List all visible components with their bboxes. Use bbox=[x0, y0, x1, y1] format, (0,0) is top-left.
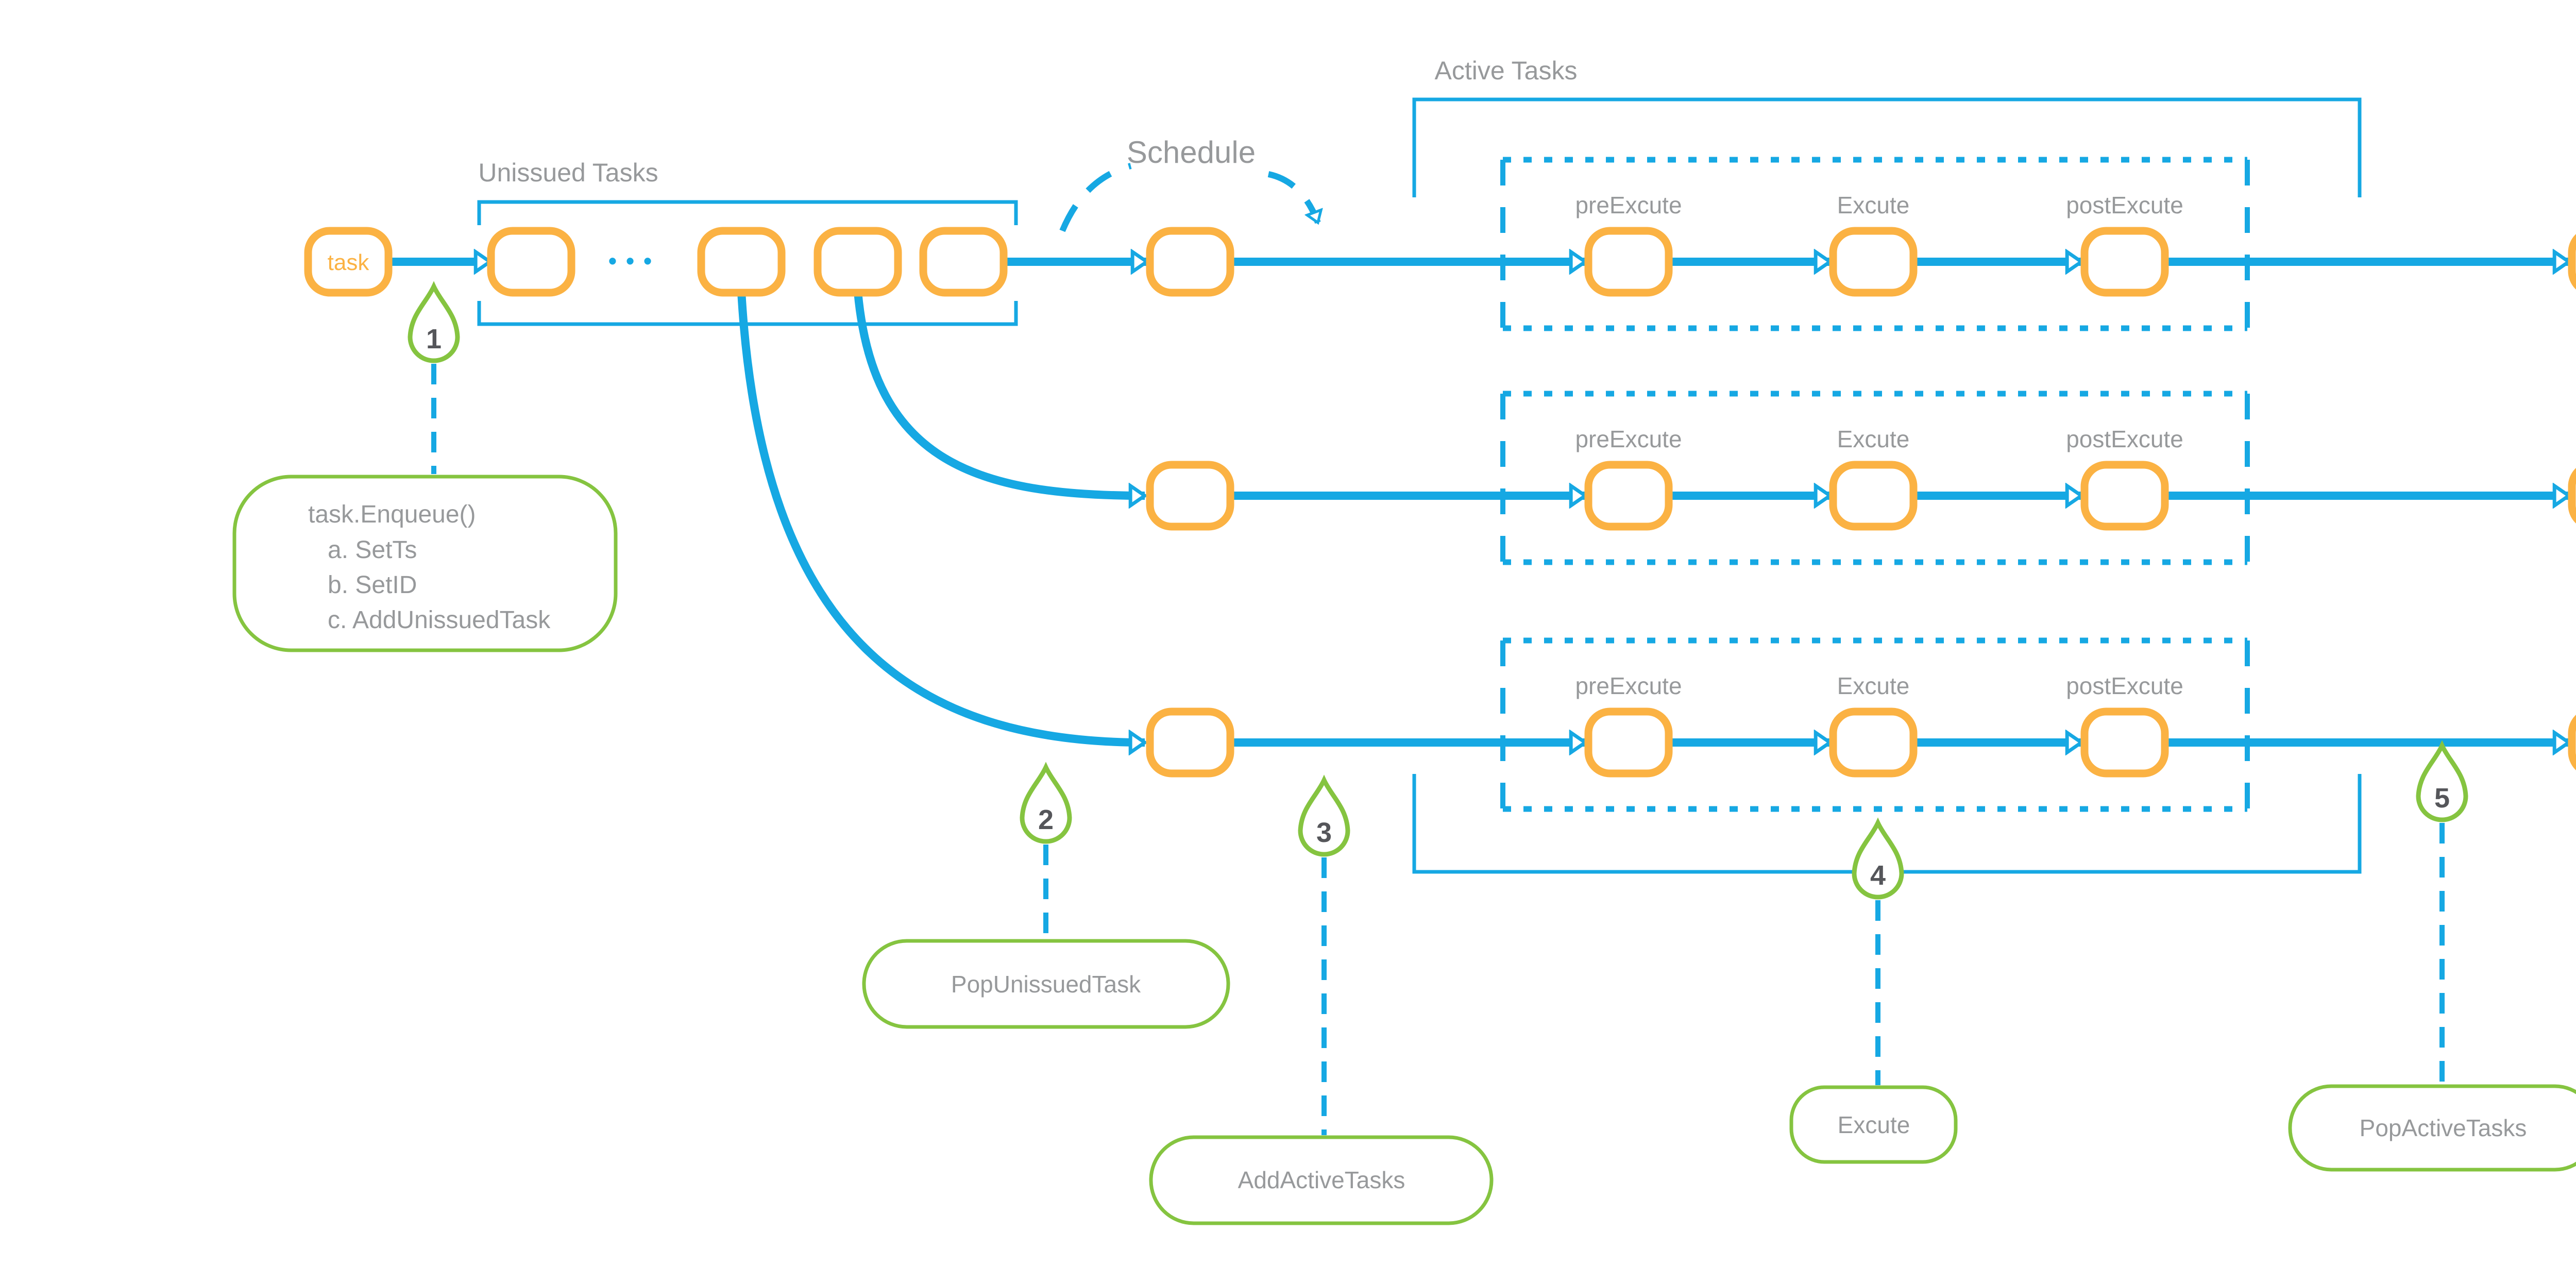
queue-node-1 bbox=[487, 227, 575, 297]
callout-3-label: AddActiveTasks bbox=[1238, 1167, 1405, 1193]
row1-end-node bbox=[2568, 234, 2576, 290]
queue-node-4 bbox=[919, 227, 1008, 297]
row2-start-node bbox=[1146, 461, 1234, 531]
row2-postexcute-node bbox=[2080, 461, 2169, 531]
row2-preexcute-node bbox=[1584, 461, 1673, 531]
callout-2-box bbox=[862, 939, 1230, 1029]
callout-4-box bbox=[1789, 1085, 1958, 1164]
curve-queue-to-row2 bbox=[854, 291, 1145, 496]
row1-postexcute-label: postExcute bbox=[2066, 192, 2183, 218]
callout-1-box bbox=[232, 475, 618, 652]
callout-1-item-b: b. SetID bbox=[328, 571, 417, 599]
dotted-box-row1 bbox=[1500, 157, 2250, 331]
row3-preexcute-node bbox=[1584, 707, 1673, 778]
callout-4-label: Excute bbox=[1837, 1111, 1910, 1138]
row1-excute-node bbox=[1829, 227, 1918, 297]
unissued-tasks-label: Unissued Tasks bbox=[478, 158, 658, 187]
row2-end-node bbox=[2568, 468, 2576, 524]
marker-3-number: 3 bbox=[1316, 817, 1332, 848]
marker-2-number: 2 bbox=[1038, 804, 1054, 835]
row3-preexcute-label: preExcute bbox=[1575, 672, 1682, 699]
row1-postexcute-node bbox=[2080, 227, 2169, 297]
row3-start-node bbox=[1146, 707, 1234, 778]
queue-node-2 bbox=[697, 227, 786, 297]
marker-1-droplet bbox=[408, 281, 460, 363]
schedule-arc-arrow bbox=[1267, 171, 1318, 223]
row2-preexcute-label: preExcute bbox=[1575, 426, 1682, 452]
active-tasks-bracket-top bbox=[1412, 97, 2362, 197]
unissued-bracket-bottom bbox=[477, 301, 1018, 326]
callout-5-label: PopActiveTasks bbox=[2359, 1115, 2527, 1141]
row2-excute-label: Excute bbox=[1837, 426, 1910, 452]
marker-1-number: 1 bbox=[426, 324, 442, 355]
row2-excute-node bbox=[1829, 461, 1918, 531]
row3-postexcute-label: postExcute bbox=[2066, 672, 2183, 699]
task-node bbox=[304, 227, 393, 297]
marker-3-droplet bbox=[1298, 774, 1350, 857]
queue-ellipsis-icon: ••• bbox=[608, 247, 662, 274]
curve-queue-to-row3 bbox=[737, 291, 1145, 743]
row3-postexcute-node bbox=[2080, 707, 2169, 778]
callout-5-box bbox=[2288, 1084, 2576, 1172]
marker-5-number: 5 bbox=[2434, 783, 2450, 814]
callout-1-item-a: a. SetTs bbox=[328, 536, 417, 564]
schedule-label: Schedule bbox=[1126, 135, 1256, 170]
row3-excute-label: Excute bbox=[1837, 672, 1910, 699]
row3-excute-node bbox=[1829, 707, 1918, 778]
marker-5-droplet bbox=[2416, 740, 2468, 822]
row1-excute-label: Excute bbox=[1837, 192, 1910, 218]
task-node-label: task bbox=[327, 250, 369, 275]
dotted-box-row2 bbox=[1500, 391, 2250, 565]
callout-1-title: task.Enqueue() bbox=[308, 501, 476, 528]
unissued-bracket-top bbox=[477, 200, 1018, 225]
row1-preexcute-node bbox=[1584, 227, 1673, 297]
schedule-arc-left bbox=[1059, 163, 1132, 232]
row2-postexcute-label: postExcute bbox=[2066, 426, 2183, 452]
row1-start-node bbox=[1146, 227, 1234, 297]
row3-end-node bbox=[2568, 715, 2576, 770]
marker-4-number: 4 bbox=[1870, 860, 1886, 891]
queue-node-3 bbox=[814, 227, 902, 297]
dotted-box-row3 bbox=[1500, 637, 2250, 812]
callout-2-label: PopUnissuedTask bbox=[951, 971, 1141, 998]
marker-4-droplet bbox=[1852, 817, 1904, 900]
row1-preexcute-label: preExcute bbox=[1575, 192, 1682, 218]
marker-2-droplet bbox=[1020, 762, 1072, 844]
callout-3-box bbox=[1149, 1135, 1494, 1225]
active-tasks-label: Active Tasks bbox=[1434, 56, 1578, 85]
callout-1-item-c: c. AddUnissuedTask bbox=[328, 606, 551, 634]
